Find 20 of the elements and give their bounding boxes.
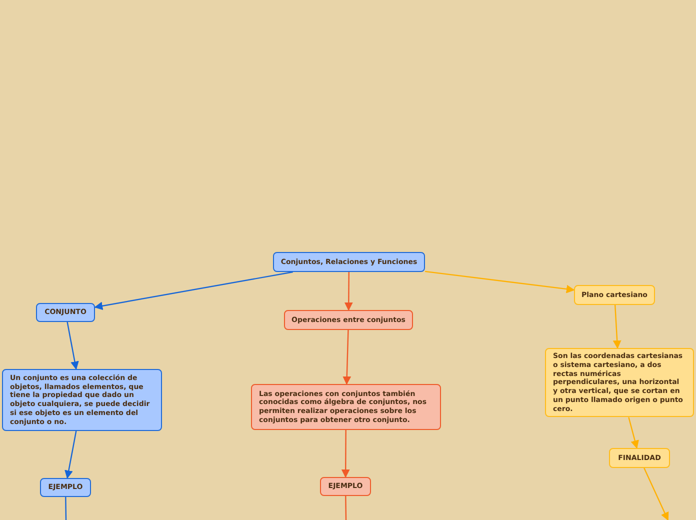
topic-box bbox=[36, 303, 95, 322]
topic-box bbox=[40, 478, 91, 497]
connector-arrow bbox=[344, 272, 353, 311]
connector-arrow bbox=[644, 468, 669, 520]
connector-arrow bbox=[341, 430, 350, 478]
text-box bbox=[251, 384, 441, 430]
connector-arrow bbox=[64, 430, 77, 479]
text-box bbox=[545, 348, 694, 418]
topic-box bbox=[609, 448, 670, 468]
connector-arrow bbox=[628, 417, 639, 449]
topic-box bbox=[574, 285, 655, 305]
topic-box bbox=[320, 477, 371, 496]
connector-arrow bbox=[424, 270, 575, 294]
connector-arrow bbox=[342, 330, 352, 385]
topic-box bbox=[273, 252, 425, 272]
topic-box bbox=[284, 310, 413, 330]
text-box bbox=[2, 369, 162, 431]
connector-arrow bbox=[66, 322, 79, 370]
connector-arrow bbox=[94, 271, 293, 310]
connector-arrow bbox=[612, 304, 622, 349]
